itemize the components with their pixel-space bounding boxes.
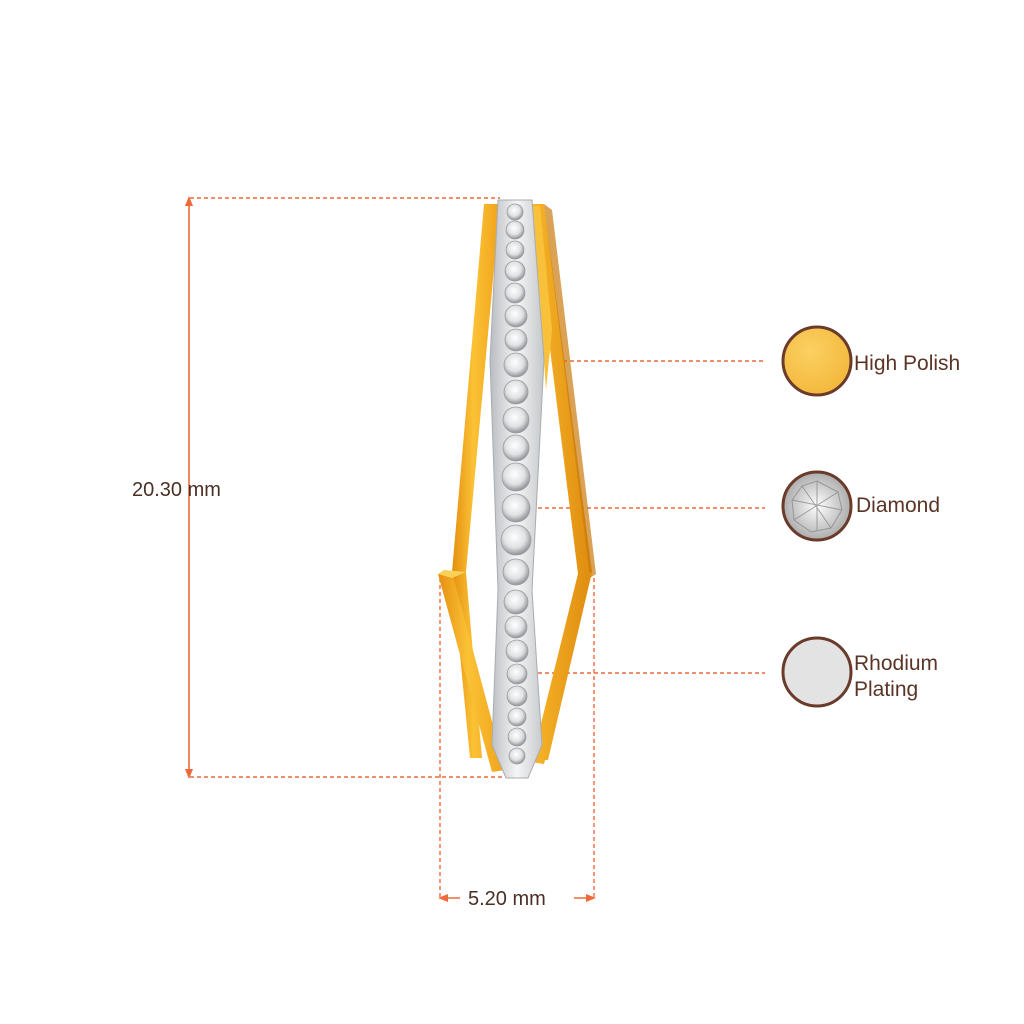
material-label-line: High Polish xyxy=(854,352,961,375)
diamond-stones xyxy=(500,203,532,765)
material-label-diamond: Diamond xyxy=(856,493,940,519)
arrow-right-icon xyxy=(586,894,596,902)
gold-band-right-edge xyxy=(544,204,596,578)
material-label-line: Rhodium xyxy=(854,652,939,675)
height-dimension-label: 20.30 mm xyxy=(132,479,221,501)
material-label-line: Diamond xyxy=(856,494,941,517)
arrow-left-icon xyxy=(438,894,448,902)
gold-swatch-icon xyxy=(781,325,853,397)
material-label-line: Plating xyxy=(854,678,919,701)
width-dimension-label: 5.20 mm xyxy=(468,888,546,910)
gold-lower-left-top xyxy=(438,570,466,578)
gold-lower-right xyxy=(532,572,592,764)
material-swatches xyxy=(781,325,853,708)
gold-lower-left xyxy=(438,572,505,772)
material-label-rhodium: Rhodium Plating xyxy=(854,651,938,703)
material-label-high-polish: High Polish xyxy=(854,351,960,377)
arrow-up-icon xyxy=(185,196,193,206)
arrow-down-icon xyxy=(185,769,193,779)
earring xyxy=(438,199,596,779)
arrow-heads xyxy=(185,196,596,902)
rhodium-swatch-icon xyxy=(781,636,853,708)
diamond-swatch-icon xyxy=(781,470,853,542)
